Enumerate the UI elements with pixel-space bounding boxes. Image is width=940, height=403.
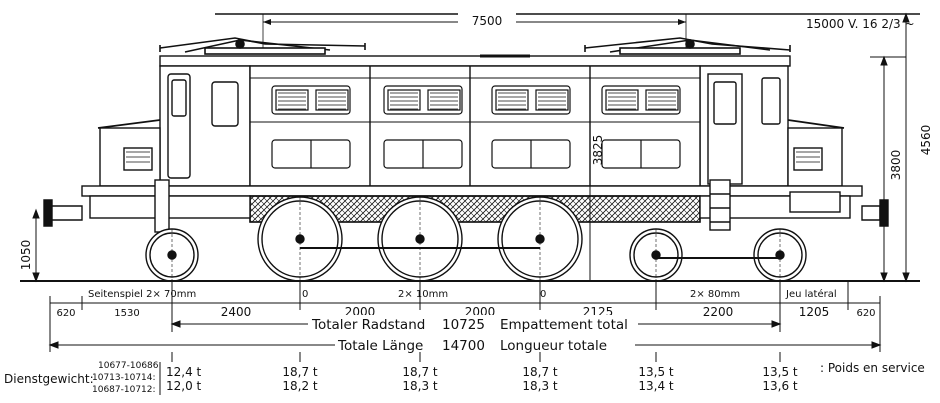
wheels	[145, 196, 807, 282]
length-label-fr: Longueur totale	[500, 338, 607, 354]
weight-label-fr: : Poids en service	[820, 361, 925, 375]
louvre-windows	[271, 85, 681, 169]
height-dimensions	[32, 12, 910, 283]
axle6-weight-a: 13,5 t	[762, 365, 798, 379]
axle2-weight-b: 18,2 t	[282, 379, 318, 393]
wheel-5	[629, 228, 683, 282]
length-label-de: Totale Länge	[337, 338, 423, 354]
axle2-weight-a: 18,7 t	[282, 365, 318, 379]
axle4-weight-b: 18,3 t	[522, 379, 558, 393]
dim-seg6: 1205	[799, 305, 830, 319]
locomotive-body	[97, 54, 845, 187]
coupling-rod	[300, 247, 780, 259]
sidespiel-left-label: Seitenspiel 2× 70mm	[88, 289, 196, 300]
dim-seg5: 2200	[703, 305, 734, 319]
lower-grille	[271, 139, 351, 169]
jeu-lateral-label: Jeu latéral	[785, 288, 837, 300]
pantograph-left	[159, 37, 366, 55]
lower-grille	[601, 139, 681, 169]
total-height-label: 4560	[919, 125, 933, 156]
wheel-3	[377, 196, 463, 282]
wheel-6	[753, 228, 807, 282]
axle4-weight-a: 18,7 t	[522, 365, 558, 379]
series-3: 10687-10712:	[92, 385, 156, 395]
axle1-weight-b: 12,0 t	[166, 379, 202, 393]
sidespiel-mid-label: 2× 10mm	[398, 289, 448, 300]
dim-seg1: 2400	[221, 305, 252, 319]
louvre-window	[491, 85, 571, 115]
wheel-4	[497, 196, 583, 282]
catenary-voltage-label: 15000 V. 16 2/3 ~	[806, 17, 915, 31]
lower-grille	[383, 139, 463, 169]
bogie-left-label: 1530	[114, 308, 139, 319]
pantograph-right	[584, 37, 791, 55]
wheelbase-label-fr: Empattement total	[500, 317, 628, 333]
zero-mark-a: 0	[302, 289, 308, 300]
wheel-2	[257, 196, 343, 282]
overhang-left-label: 620	[56, 308, 75, 319]
axle1-weight-a: 12,4 t	[166, 365, 202, 379]
wheelbase-value: 10725	[442, 317, 485, 333]
overhang-right-label: 620	[856, 308, 875, 319]
zero-mark-b: 0	[540, 289, 546, 300]
wheel-1	[145, 228, 199, 282]
floor-height-label: 3825	[591, 135, 605, 166]
series-1: 10677-10686:	[98, 361, 162, 371]
axle3-weight-b: 18,3 t	[402, 379, 438, 393]
lower-grille	[491, 139, 571, 169]
axle5-weight-b: 13,4 t	[638, 379, 674, 393]
louvre-window	[271, 85, 351, 115]
axle3-weight-a: 18,7 t	[402, 365, 438, 379]
series-2: 10713-10714:	[92, 373, 156, 383]
weight-label-de: Dienstgewicht:	[4, 372, 94, 386]
buffer-height-label: 1050	[19, 240, 33, 271]
axle6-weight-b: 13,6 t	[762, 379, 798, 393]
pantograph-spacing-label: 7500	[472, 14, 503, 28]
louvre-window	[601, 85, 681, 115]
wheelbase-label-de: Totaler Radstand	[311, 317, 425, 333]
body-height-label: 3800	[889, 150, 903, 181]
sidespiel-right-label: 2× 80mm	[690, 289, 740, 300]
locomotive-frame	[43, 179, 889, 233]
louvre-window	[383, 85, 463, 115]
length-value: 14700	[442, 338, 485, 354]
axle5-weight-a: 13,5 t	[638, 365, 674, 379]
